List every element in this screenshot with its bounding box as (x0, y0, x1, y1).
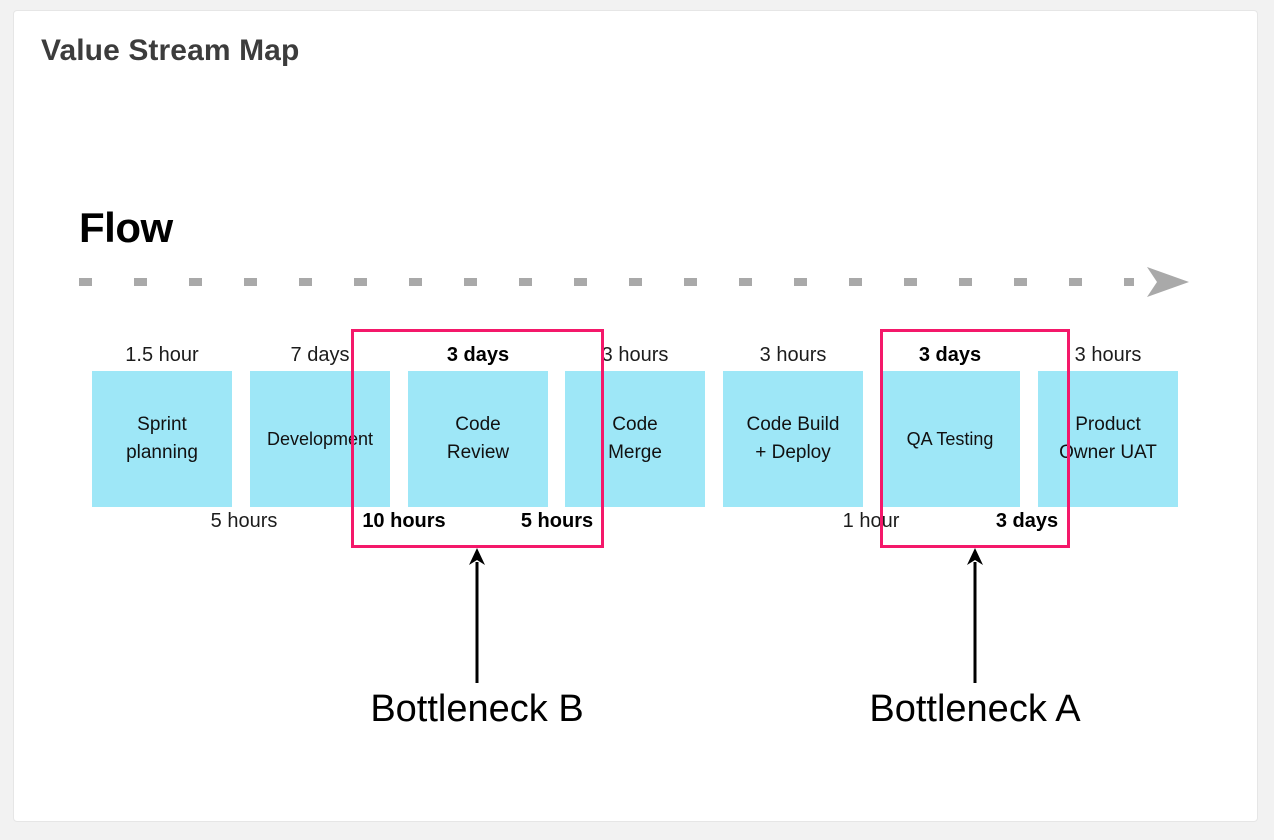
wait-time-wait-4: 1 hour (842, 510, 900, 532)
process-box-code-build-deploy[interactable]: Code Build + Deploy (723, 371, 863, 507)
process-box-qa-testing[interactable]: QA Testing (880, 371, 1020, 507)
wait-time-wait-5: 3 days (995, 510, 1059, 532)
process-box-sprint-planning[interactable]: Sprint planning (92, 371, 232, 507)
lead-time-code-build-deploy: 3 hours (759, 344, 827, 366)
flow-dashed-arrow (79, 266, 1189, 298)
lead-time-sprint-planning: 1.5 hour (125, 344, 199, 366)
lead-time-code-review: 3 days (446, 344, 510, 366)
dashed-arrow-right-icon (79, 267, 1189, 297)
lead-time-development: 7 days (290, 344, 350, 366)
callout-label-bottleneck-a: Bottleneck A (869, 688, 1081, 730)
wait-time-wait-1: 5 hours (210, 510, 278, 532)
flow-heading: Flow (79, 204, 173, 251)
wait-time-wait-2: 10 hours (362, 510, 446, 532)
lead-time-product-owner-uat: 3 hours (1074, 344, 1142, 366)
arrow-up-icon (967, 548, 983, 683)
arrow-up-icon (469, 548, 485, 683)
process-box-development[interactable]: Development (250, 371, 390, 507)
callout-label-bottleneck-b: Bottleneck B (370, 688, 584, 730)
callout-arrow-bottleneck-a (960, 548, 990, 683)
page-title: Value Stream Map (41, 34, 300, 67)
lead-time-qa-testing: 3 days (918, 344, 982, 366)
lead-time-code-merge: 3 hours (601, 344, 669, 366)
process-box-product-owner-uat[interactable]: Product Owner UAT (1038, 371, 1178, 507)
process-box-code-review[interactable]: Code Review (408, 371, 548, 507)
callout-arrow-bottleneck-b (462, 548, 492, 683)
process-box-code-merge[interactable]: Code Merge (565, 371, 705, 507)
wait-time-wait-3: 5 hours (520, 510, 594, 532)
